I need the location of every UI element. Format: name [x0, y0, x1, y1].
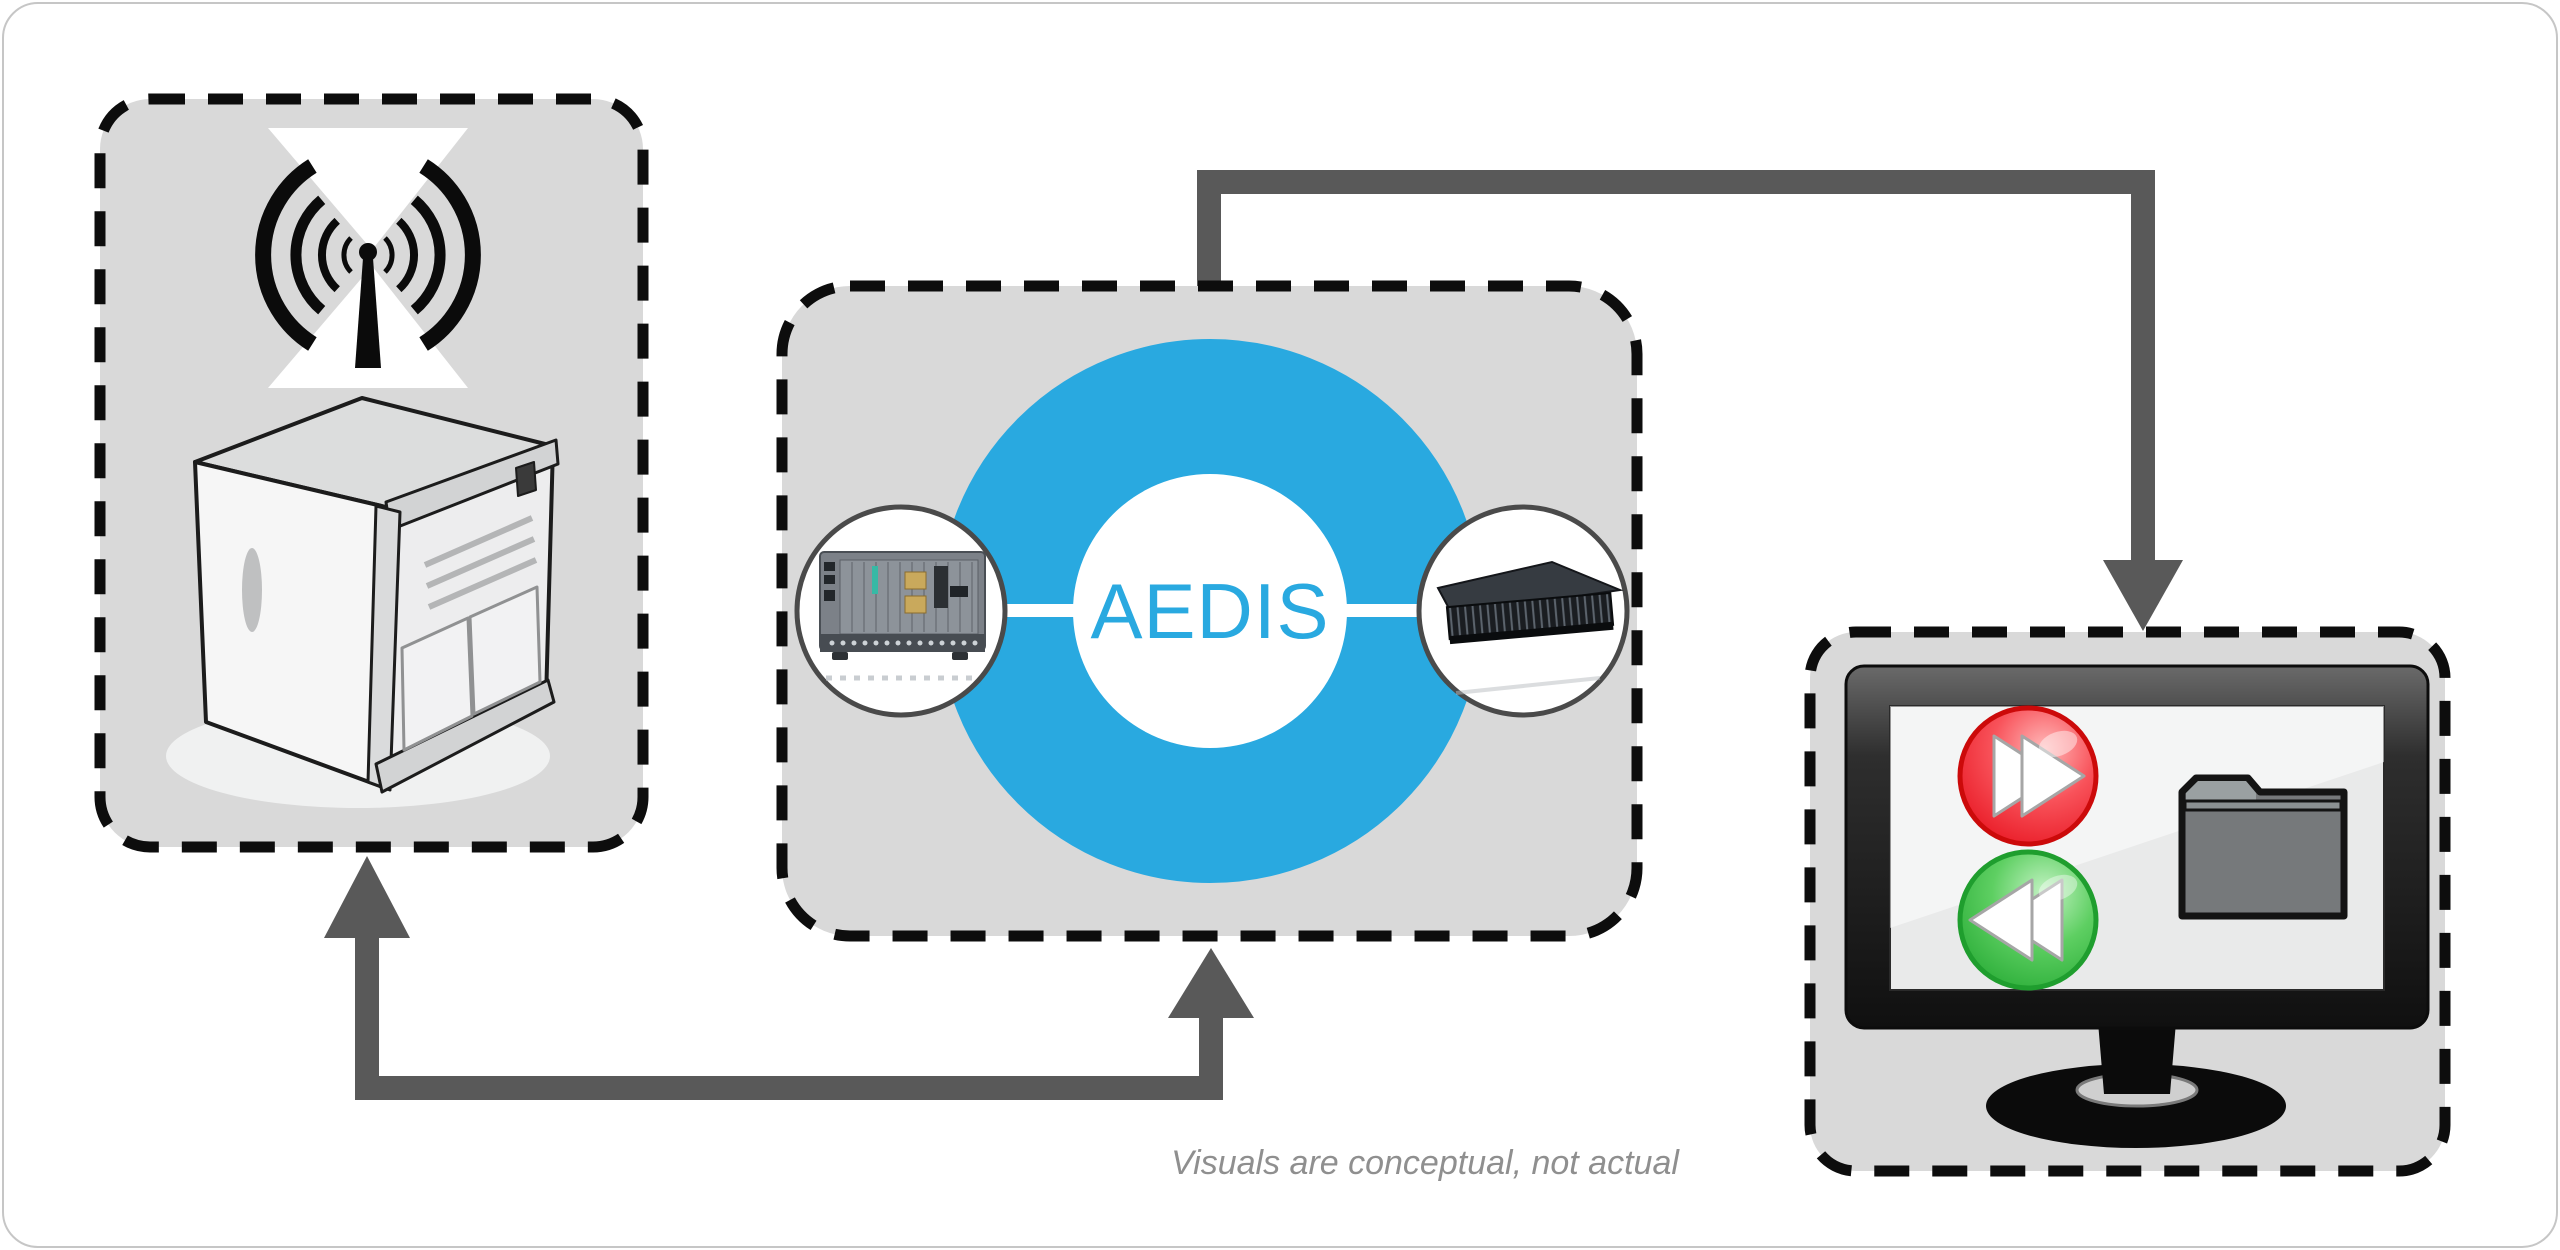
arrowhead-down-icon — [2103, 560, 2183, 631]
workstation-box — [1804, 626, 2451, 1177]
arrowhead-up-left-icon — [324, 856, 410, 938]
rack-server-icon — [1436, 560, 1624, 695]
computer-tower-icon — [166, 396, 560, 808]
link-line — [896, 604, 1528, 617]
folder-icon — [2178, 774, 2348, 920]
connector-aedis-to-workstation — [1197, 170, 2183, 631]
broadcast-source-box — [94, 93, 649, 853]
connector-loop-to-broadcast — [324, 856, 1254, 1100]
aedis-label: AEDIS — [1090, 567, 1330, 655]
broadcast-antenna-icon — [255, 128, 481, 388]
test-chassis-icon — [819, 551, 986, 681]
caption-text: Visuals are conceptual, not actual — [1171, 1144, 1679, 1182]
rewind-button-icon — [1957, 849, 2099, 991]
monitor-neck — [2098, 1022, 2176, 1094]
fast-forward-button-icon — [1957, 705, 2099, 847]
arrowhead-up-right-icon — [1168, 948, 1254, 1018]
aedis-core-box — [776, 280, 1643, 942]
